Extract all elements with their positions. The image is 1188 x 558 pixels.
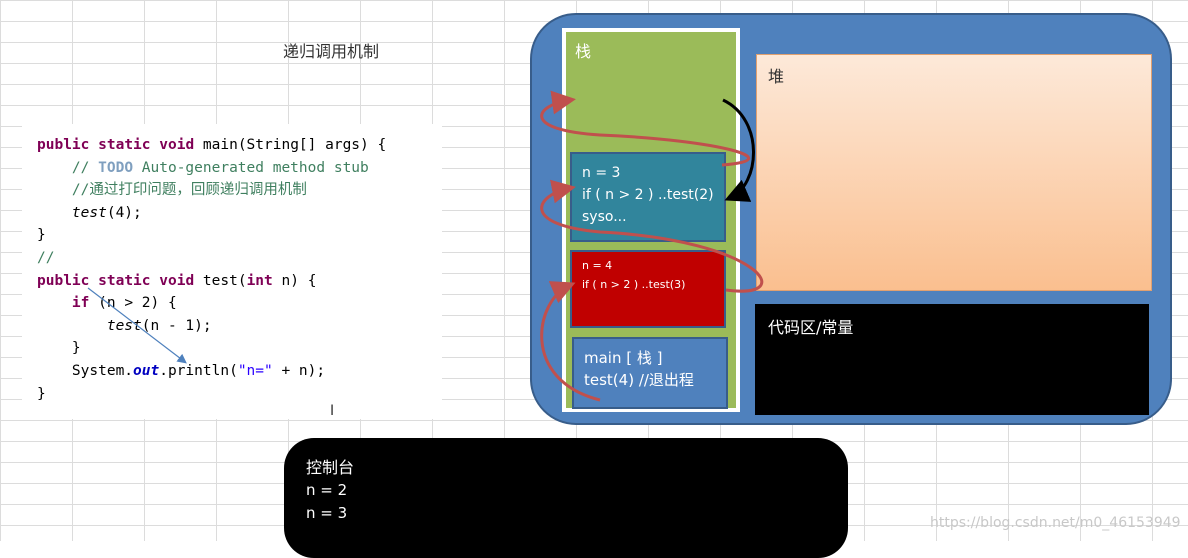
console-panel: 控制台 n = 2 n = 3 bbox=[284, 438, 848, 558]
code-line: // bbox=[37, 249, 55, 266]
code-line: // TODO Auto-generated method stub bbox=[71, 159, 369, 176]
call-arrow bbox=[540, 90, 750, 167]
code-constant-label: 代码区/常量 bbox=[768, 318, 854, 337]
code-line: System.out.println("n=" + n); bbox=[71, 362, 326, 379]
console-line: n = 2 bbox=[306, 481, 348, 499]
code-block: public static void main(String[] args) {… bbox=[22, 124, 442, 419]
code-line: public static void main(String[] args) { bbox=[37, 137, 387, 153]
stack-frame-n3: n = 3 if ( n > 2 ) ..test(2) syso... bbox=[570, 152, 726, 242]
return-arrow bbox=[722, 98, 755, 202]
text-cursor-icon: I bbox=[330, 403, 335, 419]
code-constant-area bbox=[755, 304, 1149, 415]
stack-label: 栈 bbox=[575, 42, 592, 61]
console-line: n = 3 bbox=[306, 504, 348, 522]
call-arrow bbox=[540, 179, 764, 293]
recursion-arrows bbox=[87, 90, 764, 402]
code-line: public static void test(int n) { bbox=[37, 272, 317, 289]
code-line: } bbox=[71, 340, 81, 357]
code-line: test(n - 1); bbox=[106, 317, 212, 334]
pointer-arrow bbox=[87, 287, 187, 364]
heap-area bbox=[756, 54, 1152, 291]
code-line: if (n > 2) { bbox=[71, 295, 177, 312]
code-line: } bbox=[37, 227, 46, 244]
code-line: } bbox=[37, 385, 46, 402]
diagram-title: 递归调用机制 bbox=[283, 42, 380, 61]
stack-frame-n4: n = 4 if ( n > 2 ) ..test(3) bbox=[570, 250, 726, 328]
watermark: https://blog.csdn.net/m0_46153949 bbox=[930, 515, 1181, 531]
code-line: test(4); bbox=[71, 204, 142, 221]
return-arrow bbox=[540, 281, 601, 402]
heap-label: 堆 bbox=[768, 67, 785, 86]
stack-frame-main: main [ 栈 ] test(4) //退出程 bbox=[572, 337, 728, 409]
console-title: 控制台 bbox=[306, 458, 355, 477]
code-line: //通过打印问题，回顾递归调用机制 bbox=[71, 182, 307, 199]
